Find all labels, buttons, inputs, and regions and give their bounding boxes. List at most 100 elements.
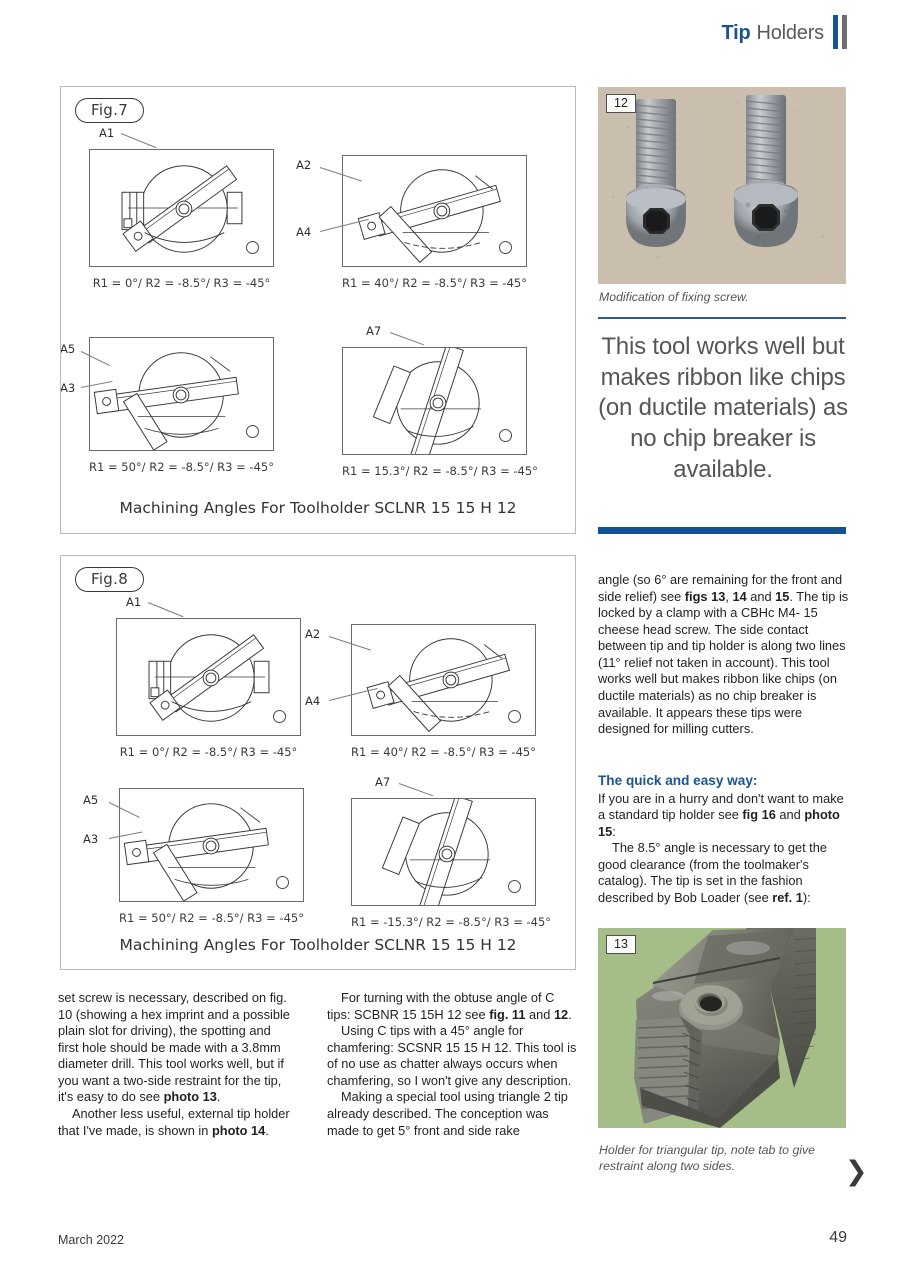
footer-page-number: 49 [829, 1229, 847, 1246]
text-bold: 12 [553, 1006, 569, 1022]
panel-label-a5: A5 [60, 342, 76, 356]
text-run: and [525, 1006, 554, 1022]
figure-8-panel-1: R1 = 0°/ R2 = -8.5°/ R3 = -45° A1 [116, 595, 301, 759]
figure-7-panel-2: R1 = 40°/ R2 = -8.5°/ R3 = -45° A2 A4 [296, 155, 527, 290]
bottom-column-1: set screw is necessary, described on fig… [58, 990, 293, 1139]
panel-label-a1: A1 [99, 126, 115, 140]
paragraph: If you are in a hurry and don't want to … [598, 791, 850, 841]
toolholder-diagram [121, 165, 243, 253]
panel-angle-caption: R1 = -15.3°/ R2 = -8.5°/ R3 = -45° [351, 915, 552, 929]
text-bold: ref. 1 [772, 889, 803, 905]
paragraph: Using C tips with a 45° angle for chamfe… [327, 1023, 577, 1088]
text-run: . [568, 1006, 572, 1022]
pull-quote: This tool works well but makes ribbon li… [598, 333, 848, 483]
text-run: and [746, 588, 776, 604]
photo-12-badge: 12 [606, 94, 636, 114]
figure-7: Fig.7 [60, 86, 576, 534]
panel-angle-caption: R1 = 50°/ R2 = -8.5°/ R3 = -45° [119, 911, 304, 925]
text-run: angle (so 6° are remaining for the front… [598, 572, 843, 604]
bottom-column-2: For turning with the obtuse angle of C t… [327, 990, 577, 1139]
text-run: ): [802, 889, 811, 905]
photo-12: 12 [598, 87, 846, 284]
panel-label-a2: A2 [296, 158, 312, 172]
photo-12-caption: Modification of fixing screw. [599, 290, 749, 304]
header-bars [833, 15, 847, 49]
text-run: , [725, 588, 733, 604]
toolholder-diagram [372, 348, 482, 454]
text-bold: photo 13 [163, 1089, 217, 1105]
text-run: If you are in a hurry and don't want to … [598, 790, 844, 823]
panel-marker-circle [508, 710, 521, 723]
leader-line [389, 332, 424, 346]
text-run: : [612, 823, 616, 839]
panel-marker-circle [273, 710, 286, 723]
header-title-bold: Tip [721, 22, 751, 44]
photo-13: 13 [598, 928, 846, 1128]
text-run: set screw is necessary, described on fig… [58, 990, 290, 1105]
leader-line [147, 602, 184, 618]
panel-angle-caption: R1 = 50°/ R2 = -8.5°/ R3 = -45° [89, 460, 274, 474]
panel-label-a3: A3 [83, 832, 99, 846]
panel-marker-circle [246, 425, 259, 438]
panel-label-a2: A2 [305, 627, 321, 641]
toolholder-diagram [93, 352, 239, 450]
text-run: . The tip is locked by a clamp with a CB… [598, 588, 849, 737]
leader-line [398, 783, 433, 797]
panel-marker-circle [499, 241, 512, 254]
footer-date: March 2022 [58, 1233, 125, 1247]
header-bar-gray [842, 15, 847, 49]
photo-13-caption: Holder for triangular tip, note tab to g… [599, 1143, 816, 1173]
figure-7-tag: Fig.7 [75, 98, 145, 123]
figure-7-panel-1: R1 = 0°/ R2 = -8.5°/ R3 = -45° A1 [89, 126, 274, 290]
photo-13-badge: 13 [606, 935, 636, 955]
panel-label-a3: A3 [60, 381, 76, 395]
figure-7-panel-3: R1 = 50°/ R2 = -8.5°/ R3 = -45° A5 A3 [61, 337, 274, 474]
text-run: and [775, 807, 805, 823]
figure-8-panel-2: R1 = 40°/ R2 = -8.5°/ R3 = -45° A2 A4 [305, 624, 536, 759]
panel-marker-circle [508, 880, 521, 893]
text-run: For turning with the obtuse angle of C t… [327, 990, 555, 1022]
figure-8-title: Machining Angles For Toolholder SCLNR 15… [119, 936, 517, 954]
text-bold: fig. 11 [489, 1006, 526, 1022]
text-bold: 14 [732, 588, 747, 604]
right-column-text: angle (so 6° are remaining for the front… [598, 572, 850, 738]
text-bold: fig 16 [742, 807, 776, 823]
paragraph: The 8.5° angle is necessary to get the g… [598, 840, 850, 906]
figure-8-panel-3: R1 = 50°/ R2 = -8.5°/ R3 = -45° A5 A3 [83, 788, 304, 925]
panel-angle-caption: R1 = 0°/ R2 = -8.5°/ R3 = -45° [119, 745, 298, 759]
panel-marker-circle [246, 241, 259, 254]
toolholder-diagram [357, 169, 502, 264]
leader-line [120, 133, 157, 149]
panel-label-a7: A7 [366, 324, 382, 338]
photo-12-image [598, 87, 846, 284]
section-subheading: The quick and easy way: [598, 773, 758, 788]
divider-rule-thick [598, 527, 846, 534]
header-title-light: Holders [756, 22, 824, 44]
panel-marker-circle [276, 876, 289, 889]
divider-rule-thin [598, 317, 846, 319]
paragraph: Another less useful, external tip holder… [58, 1106, 293, 1139]
panel-label-a4: A4 [296, 225, 312, 239]
text-run: . [265, 1122, 269, 1138]
paragraph: angle (so 6° are remaining for the front… [598, 572, 850, 738]
panel-label-a7: A7 [375, 775, 391, 789]
header-bar-blue [833, 15, 838, 49]
text-bold: photo 15 [598, 807, 840, 839]
panel-label-a4: A4 [305, 694, 321, 708]
text-run: The 8.5° angle is necessary to get the g… [598, 840, 827, 905]
panel-label-a5: A5 [83, 793, 99, 807]
panel-label-a1: A1 [126, 595, 142, 609]
panel-angle-caption: R1 = 40°/ R2 = -8.5°/ R3 = -45° [342, 276, 527, 290]
paragraph: For turning with the obtuse angle of C t… [327, 990, 577, 1023]
toolholder-diagram [148, 634, 270, 722]
next-page-chevron-icon[interactable]: ❯ [845, 1156, 868, 1187]
figure-8: Fig.8 [60, 555, 576, 970]
toolholder-diagram [123, 803, 269, 901]
text-run: . [216, 1089, 221, 1105]
paragraph: set screw is necessary, described on fig… [58, 990, 293, 1106]
paragraph: Making a special tool using triangle 2 t… [327, 1089, 568, 1138]
text-run: Another less useful, external tip holder… [58, 1105, 290, 1138]
toolholder-diagram [381, 799, 491, 905]
text-bold: figs 13 [684, 588, 726, 604]
